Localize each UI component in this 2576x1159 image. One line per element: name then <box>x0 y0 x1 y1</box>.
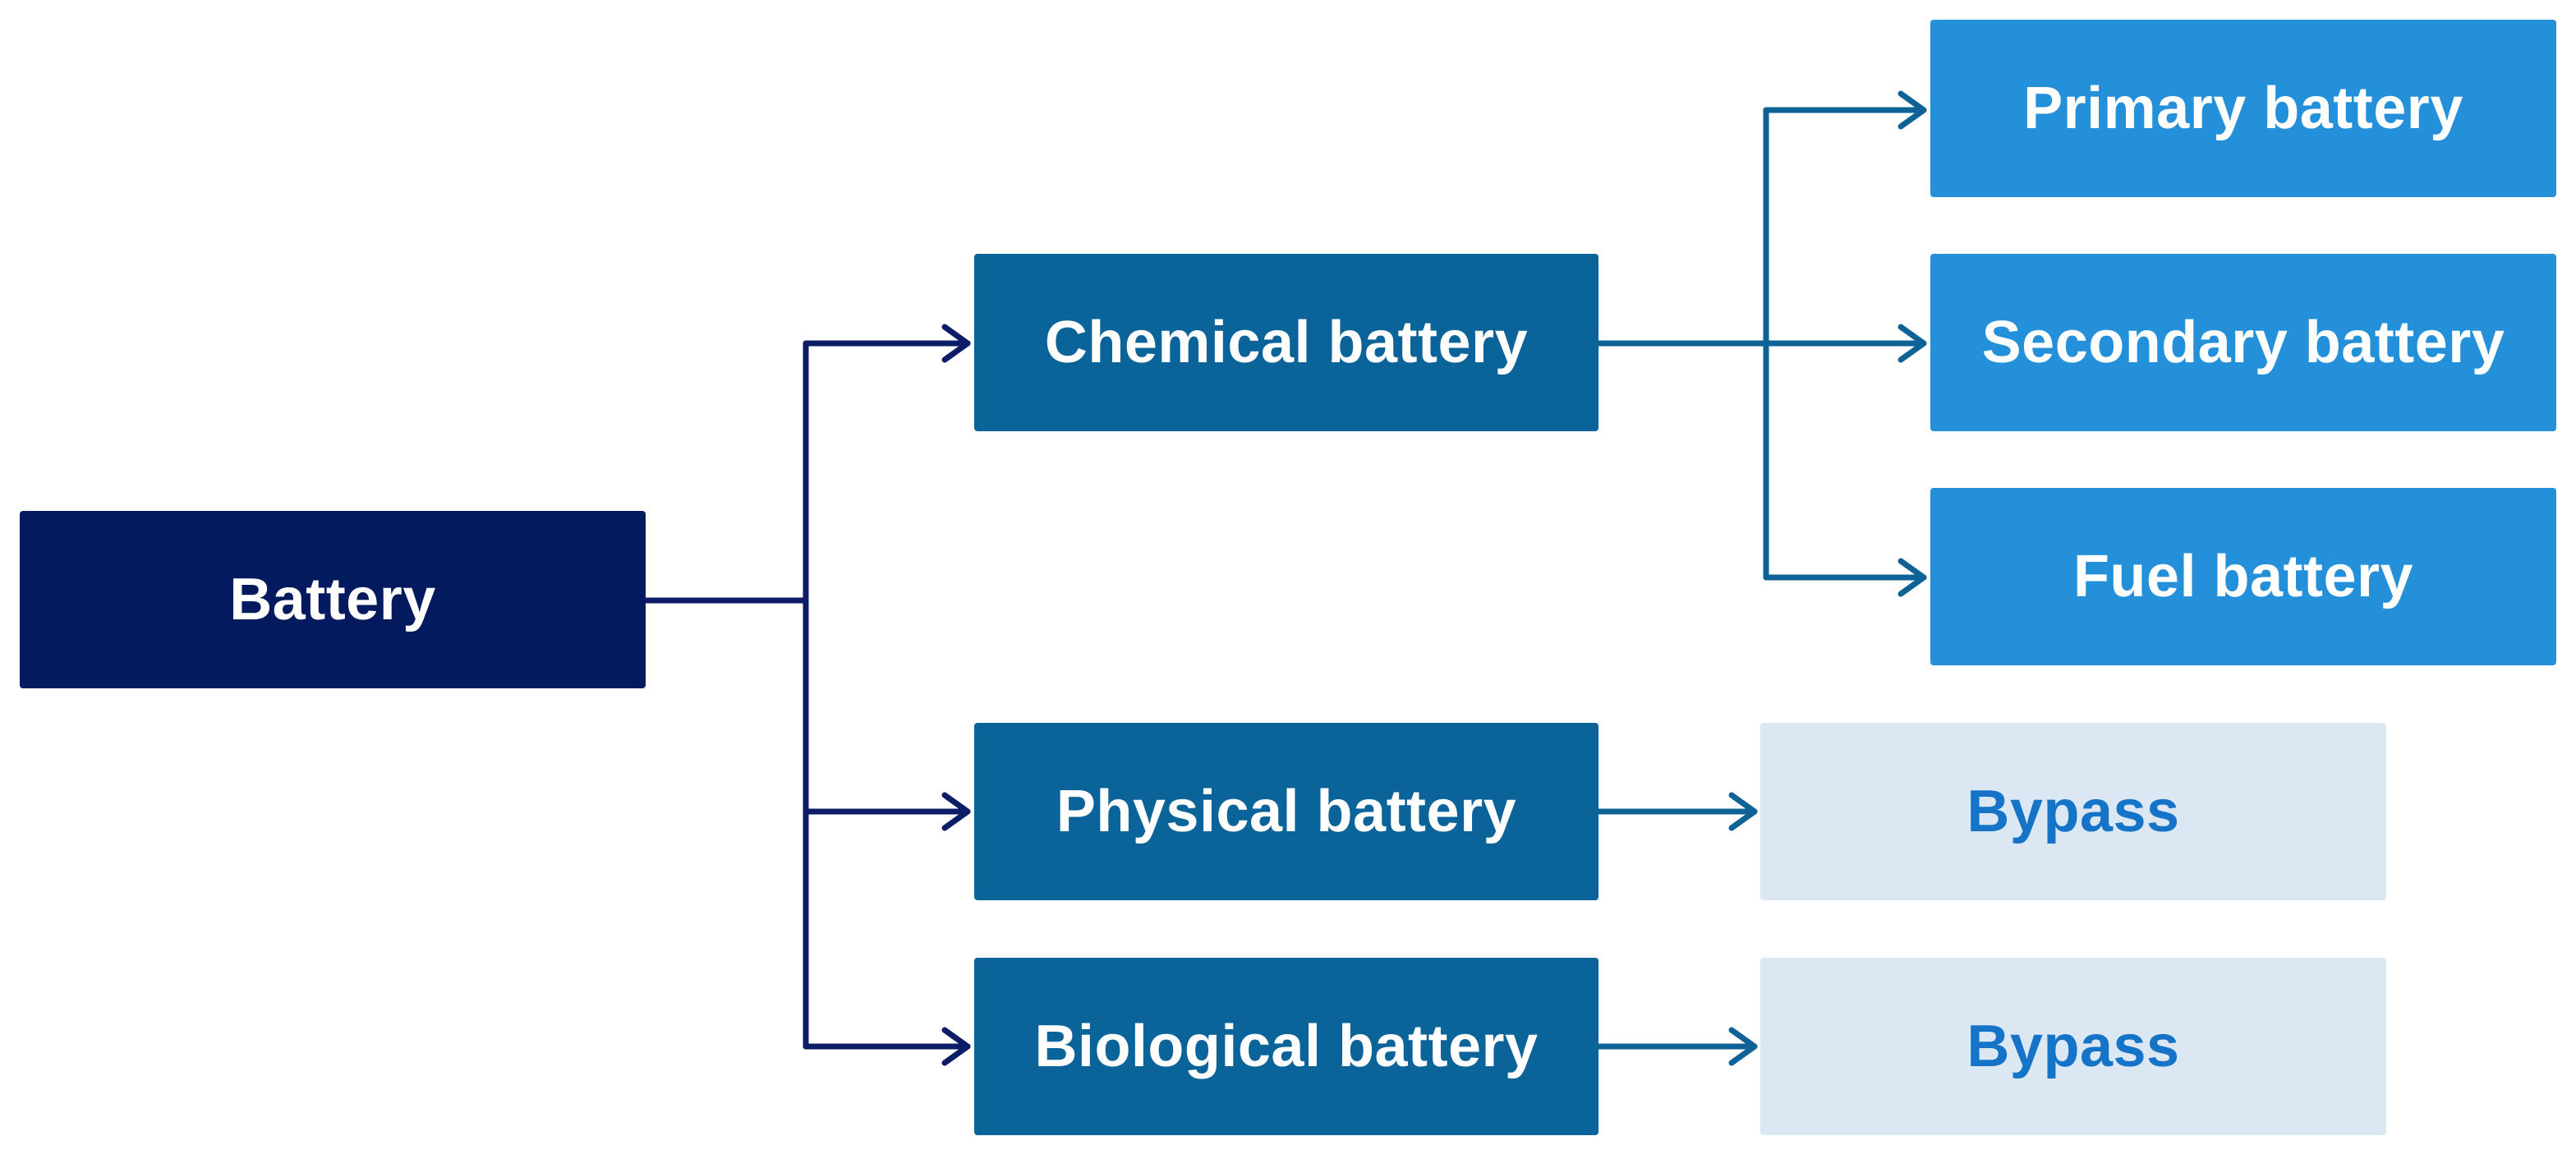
biological-battery-label: Biological battery <box>1034 1014 1539 1079</box>
chemical-battery-label: Chemical battery <box>1044 310 1529 375</box>
bypass-biological-node: Bypass <box>1760 958 2386 1135</box>
arrow-to-chemical-icon <box>941 324 971 363</box>
battery-node-label: Battery <box>229 567 436 632</box>
chemical-connectors <box>1595 90 1927 597</box>
biological-battery-node: Biological battery <box>974 958 1598 1135</box>
secondary-battery-node: Secondary battery <box>1930 254 2556 431</box>
fuel-battery-node: Fuel battery <box>1930 488 2556 665</box>
arrow-to-bypass-biological-icon <box>1728 1027 1758 1066</box>
secondary-battery-label: Secondary battery <box>1981 310 2505 375</box>
bypass-physical-node: Bypass <box>1760 723 2386 900</box>
arrow-to-biological-icon <box>941 1027 971 1066</box>
arrow-to-fuel-icon <box>1898 558 1927 597</box>
arrow-to-primary-icon <box>1898 90 1927 130</box>
arrow-to-bypass-physical-icon <box>1728 792 1758 831</box>
primary-battery-label: Primary battery <box>2023 76 2463 141</box>
bypass-physical-label: Bypass <box>1966 779 2180 844</box>
fuel-battery-label: Fuel battery <box>2072 544 2414 609</box>
root-connectors <box>642 324 971 1066</box>
arrow-to-physical-icon <box>941 792 971 831</box>
physical-battery-label: Physical battery <box>1056 779 1517 844</box>
primary-battery-node: Primary battery <box>1930 20 2556 197</box>
physical-battery-node: Physical battery <box>974 723 1598 900</box>
chemical-battery-node: Chemical battery <box>974 254 1598 431</box>
battery-node: Battery <box>20 511 646 688</box>
bypass-biological-label: Bypass <box>1966 1014 2180 1079</box>
bypass-connectors <box>1595 792 1758 1066</box>
arrow-to-secondary-icon <box>1898 324 1927 363</box>
